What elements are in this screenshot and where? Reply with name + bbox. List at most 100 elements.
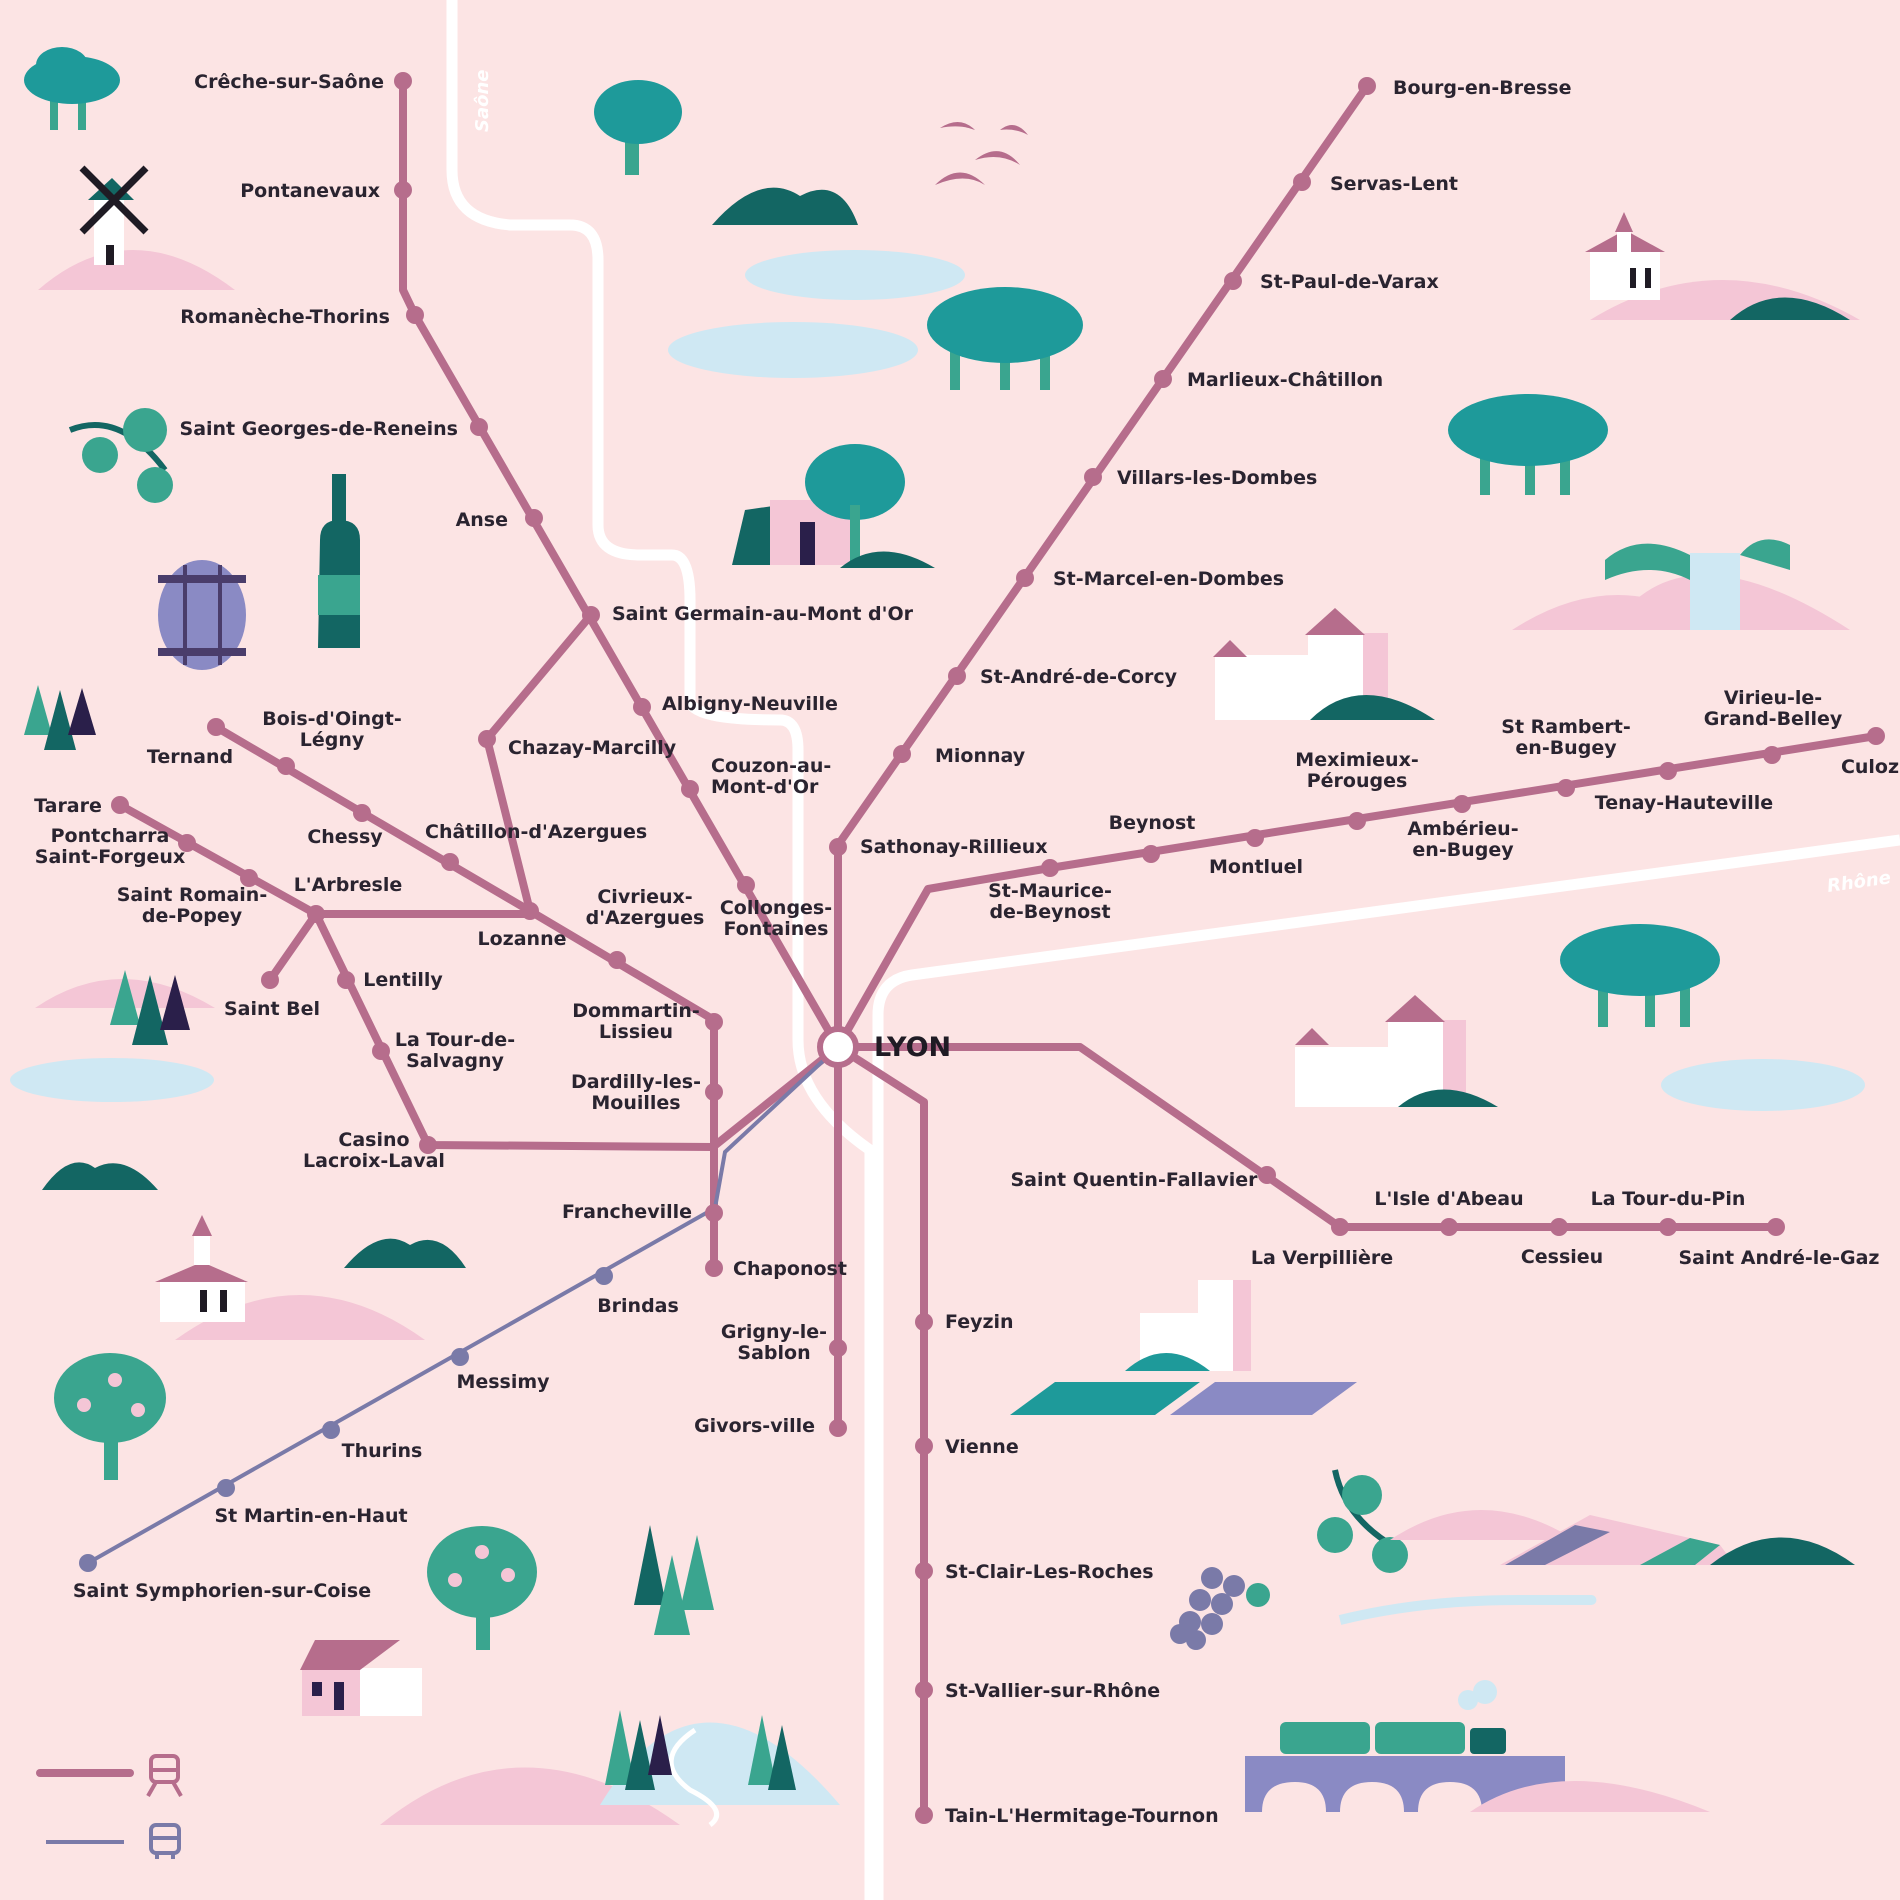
station-marker[interactable] [1041, 859, 1059, 877]
station-ternand[interactable]: Ternand [147, 718, 233, 768]
station-albigny[interactable]: Albigny-Neuville [633, 693, 838, 716]
station-marker[interactable] [737, 876, 755, 894]
lyon-hub-marker[interactable] [817, 1026, 859, 1068]
station-saint-bel[interactable]: Saint Bel [224, 971, 320, 1020]
station-messimy[interactable]: Messimy [451, 1348, 550, 1393]
station-marker[interactable] [915, 1562, 933, 1580]
station-st-andre-corcy[interactable]: St-André-de-Corcy [948, 666, 1178, 688]
station-tarare[interactable]: Tarare [34, 795, 129, 817]
station-marker[interactable] [608, 951, 626, 969]
station-marker[interactable] [705, 1083, 723, 1101]
station-marker[interactable] [322, 1421, 340, 1439]
station-st-maurice[interactable]: St-Maurice-de-Beynost [988, 859, 1112, 923]
station-st-andre-gaz[interactable]: Saint André-le-Gaz [1679, 1218, 1880, 1269]
station-marker[interactable] [1331, 1218, 1349, 1236]
station-marker[interactable] [705, 1204, 723, 1222]
station-marker[interactable] [893, 745, 911, 763]
station-bois-doingt[interactable]: Bois-d'Oingt-Légny [262, 708, 402, 775]
station-st-rambert[interactable]: St Rambert-en-Bugey [1501, 716, 1631, 797]
station-chazay[interactable]: Chazay-Marcilly [478, 730, 677, 759]
station-creche[interactable]: Crêche-sur-Saône [194, 71, 412, 93]
station-marker[interactable] [372, 1042, 390, 1060]
station-cessieu[interactable]: Cessieu [1521, 1218, 1603, 1268]
station-marker[interactable] [1867, 727, 1885, 745]
station-marker[interactable] [1258, 1166, 1276, 1184]
station-marker[interactable] [277, 757, 295, 775]
station-marker[interactable] [633, 698, 651, 716]
station-marker[interactable] [915, 1681, 933, 1699]
station-bourg[interactable]: Bourg-en-Bresse [1358, 77, 1571, 99]
station-larbresle[interactable]: L'Arbresle [294, 874, 403, 923]
station-pontanevaux[interactable]: Pontanevaux [240, 180, 412, 202]
station-marker[interactable] [948, 667, 966, 685]
station-givors[interactable]: Givors-ville [694, 1415, 847, 1437]
station-chaponost[interactable]: Chaponost [705, 1258, 847, 1280]
station-marker[interactable] [1440, 1218, 1458, 1236]
station-beynost[interactable]: Beynost [1109, 812, 1196, 863]
station-marlieux[interactable]: Marlieux-Châtillon [1154, 369, 1383, 391]
station-st-clair[interactable]: St-Clair-Les-Roches [915, 1561, 1154, 1583]
station-la-tour-salvagny[interactable]: La Tour-de-Salvagny [372, 1029, 515, 1072]
station-sathonay[interactable]: Sathonay-Rillieux [829, 836, 1048, 858]
station-amberieu[interactable]: Ambérieu-en-Bugey [1407, 795, 1519, 861]
station-mionnay[interactable]: Mionnay [893, 745, 1026, 767]
station-collonges[interactable]: Collonges-Fontaines [720, 876, 832, 940]
station-dommartin[interactable]: Dommartin-Lissieu [572, 1000, 723, 1043]
station-marker[interactable] [1016, 569, 1034, 587]
station-la-verpilliere[interactable]: La Verpillière [1251, 1218, 1393, 1269]
station-st-marcel[interactable]: St-Marcel-en-Dombes [1016, 568, 1284, 590]
station-marker[interactable] [406, 306, 424, 324]
station-tain[interactable]: Tain-L'Hermitage-Tournon [915, 1805, 1219, 1827]
station-marker[interactable] [307, 905, 325, 923]
station-marker[interactable] [1154, 370, 1172, 388]
station-marker[interactable] [470, 418, 488, 436]
station-la-tour-du-pin[interactable]: La Tour-du-Pin [1591, 1188, 1746, 1236]
station-grigny[interactable]: Grigny-le-Sablon [721, 1321, 847, 1364]
station-st-paul[interactable]: St-Paul-de-Varax [1224, 271, 1439, 293]
station-montluel[interactable]: Montluel [1209, 829, 1303, 878]
station-marker[interactable] [1224, 272, 1242, 290]
station-chessy[interactable]: Chessy [307, 804, 383, 848]
station-marker[interactable] [1358, 77, 1376, 95]
station-civrieux[interactable]: Civrieux-d'Azergues [586, 886, 705, 969]
station-marker[interactable] [1767, 1218, 1785, 1236]
station-marker[interactable] [1550, 1218, 1568, 1236]
station-marker[interactable] [1557, 779, 1575, 797]
station-marker[interactable] [451, 1348, 469, 1366]
station-marker[interactable] [337, 971, 355, 989]
station-chatillon[interactable]: Châtillon-d'Azergues [425, 821, 647, 871]
station-anse[interactable]: Anse [456, 509, 543, 531]
station-marker[interactable] [261, 971, 279, 989]
station-villars[interactable]: Villars-les-Dombes [1084, 467, 1317, 489]
station-marker[interactable] [478, 730, 496, 748]
station-marker[interactable] [1453, 795, 1471, 813]
station-tenay[interactable]: Tenay-Hauteville [1595, 762, 1773, 814]
station-st-quentin[interactable]: Saint Quentin-Fallavier [1010, 1166, 1276, 1191]
station-meximieux[interactable]: Meximieux-Pérouges [1295, 749, 1419, 830]
station-marker[interactable] [1246, 829, 1264, 847]
station-culoz[interactable]: Culoz [1841, 727, 1899, 778]
station-marker[interactable] [394, 72, 412, 90]
station-marker[interactable] [525, 509, 543, 527]
station-dardilly[interactable]: Dardilly-les-Mouilles [571, 1071, 723, 1114]
station-marker[interactable] [595, 1267, 613, 1285]
station-st-martin[interactable]: St Martin-en-Haut [214, 1479, 408, 1527]
station-marker[interactable] [240, 869, 258, 887]
station-lentilly[interactable]: Lentilly [337, 969, 443, 991]
station-romaneche[interactable]: Romanèche-Thorins [180, 306, 424, 328]
station-marker[interactable] [207, 718, 225, 736]
station-marker[interactable] [705, 1259, 723, 1277]
station-marker[interactable] [1659, 762, 1677, 780]
station-feyzin[interactable]: Feyzin [915, 1311, 1014, 1333]
station-marker[interactable] [394, 181, 412, 199]
station-marker[interactable] [915, 1806, 933, 1824]
station-marker[interactable] [1763, 746, 1781, 764]
station-marker[interactable] [582, 606, 600, 624]
station-marker[interactable] [419, 1136, 437, 1154]
station-st-vallier[interactable]: St-Vallier-sur-Rhône [915, 1680, 1160, 1702]
station-st-georges[interactable]: Saint Georges-de-Reneins [180, 418, 488, 440]
station-marker[interactable] [111, 796, 129, 814]
station-marker[interactable] [829, 1419, 847, 1437]
lyon-hub[interactable]: LYON [817, 1026, 951, 1068]
